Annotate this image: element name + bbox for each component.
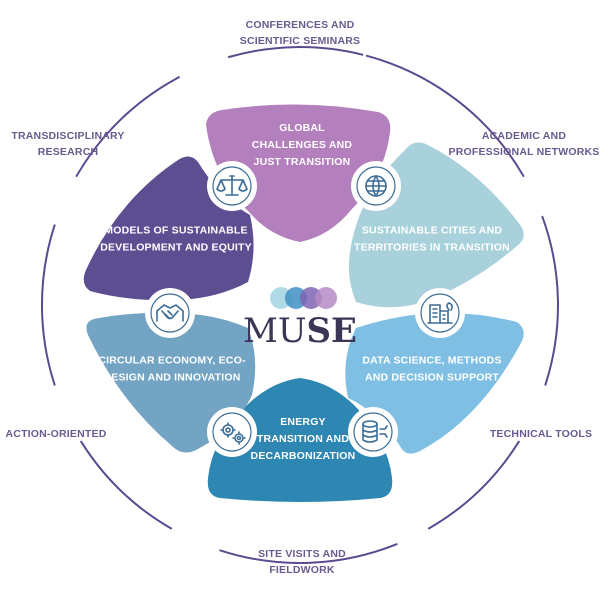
- outer-label-transdisciplinary: TRANSDISCIPLINARY RESEARCH: [11, 130, 124, 158]
- petal-cities-label: SUSTAINABLE CITIES AND TERRITORIES IN TRA…: [354, 225, 510, 254]
- pt-circular-line-2: DESIGN AND INNOVATION: [103, 372, 240, 384]
- ol-conferences-line-1: CONFERENCES AND: [246, 19, 355, 31]
- pt-global-line-1: GLOBAL: [279, 122, 325, 134]
- logo-dot-4: [315, 287, 337, 309]
- outer-label-group: CONFERENCES AND SCIENTIFIC SEMINARS ACADE…: [6, 19, 600, 576]
- pt-circular-line-1: CIRCULAR ECONOMY, ECO-: [98, 355, 246, 367]
- pt-models-line-1: MODELS OF SUSTAINABLE: [104, 225, 247, 237]
- pt-energy-line-2: TRANSITION AND: [257, 433, 349, 445]
- ol-technical-line-1: TECHNICAL TOOLS: [490, 428, 592, 440]
- petal-circular-label: CIRCULAR ECONOMY, ECO- DESIGN AND INNOVAT…: [98, 355, 246, 384]
- outer-label-technical-tools: TECHNICAL TOOLS: [490, 428, 592, 440]
- ol-transdisciplinary-line-1: TRANSDISCIPLINARY: [11, 130, 124, 142]
- pt-global-line-2: CHALLENGES AND: [252, 139, 353, 151]
- outer-label-action-oriented: ACTION-ORIENTED: [6, 428, 107, 440]
- city-building-icon: [415, 288, 465, 338]
- ol-site-visits-line-2: FIELDWORK: [269, 564, 335, 576]
- logo-text-light: MU: [243, 311, 306, 351]
- pt-global-line-3: JUST TRANSITION: [254, 156, 351, 168]
- gears-icon: [207, 407, 257, 457]
- logo-text-bold: SE: [307, 311, 357, 351]
- pt-models-line-2: DEVELOPMENT AND EQUITY: [100, 242, 252, 254]
- petal-data-label: DATA SCIENCE, METHODS AND DECISION SUPPOR…: [362, 355, 501, 384]
- icon-circle-group: [145, 161, 465, 457]
- ol-academic-line-2: PROFESSIONAL NETWORKS: [448, 146, 599, 158]
- petal-energy-transition: [207, 378, 393, 502]
- database-icon: [348, 407, 398, 457]
- ol-conferences-line-2: SCIENTIFIC SEMINARS: [240, 35, 360, 47]
- petal-text-group: GLOBAL CHALLENGES AND JUST TRANSITION SUST…: [98, 122, 510, 462]
- petal-global-challenges: [206, 104, 391, 242]
- petal-models-label: MODELS OF SUSTAINABLE DEVELOPMENT AND EQU…: [100, 225, 252, 254]
- outer-label-conferences: CONFERENCES AND SCIENTIFIC SEMINARS: [240, 19, 360, 47]
- ol-transdisciplinary-line-2: RESEARCH: [38, 146, 99, 158]
- pt-cities-line-1: SUSTAINABLE CITIES AND: [362, 225, 503, 237]
- outer-ring-arc-8: [227, 46, 364, 58]
- pt-data-line-2: AND DECISION SUPPORT: [365, 372, 499, 384]
- petal-energy-label: ENERGY TRANSITION AND DECARBONIZATION: [251, 416, 356, 462]
- outer-ring-arc-6: [41, 224, 56, 386]
- outer-ring: [41, 46, 559, 564]
- outer-ring-arc-1: [365, 54, 525, 177]
- ol-action-line-1: ACTION-ORIENTED: [6, 428, 107, 440]
- outer-ring-arc-3: [428, 440, 520, 530]
- logo-wordmark: MUSE: [243, 311, 357, 351]
- outer-ring-arc-5: [80, 440, 172, 530]
- outer-label-academic-networks: ACADEMIC AND PROFESSIONAL NETWORKS: [448, 130, 599, 158]
- ol-academic-line-1: ACADEMIC AND: [482, 130, 566, 142]
- handshake-icon: [145, 288, 195, 338]
- pt-energy-line-3: DECARBONIZATION: [251, 450, 356, 462]
- outer-label-site-visits: SITE VISITS AND FIELDWORK: [258, 548, 346, 576]
- outer-ring-arc-7: [75, 76, 180, 177]
- pt-cities-line-2: TERRITORIES IN TRANSITION: [354, 242, 510, 254]
- outer-ring-arc-2: [541, 215, 559, 386]
- muse-logo: MUSE: [243, 287, 357, 351]
- petal-global-label: GLOBAL CHALLENGES AND JUST TRANSITION: [252, 122, 353, 168]
- scales-icon: [207, 161, 257, 211]
- ol-site-visits-line-1: SITE VISITS AND: [258, 548, 346, 560]
- pt-data-line-1: DATA SCIENCE, METHODS: [362, 355, 501, 367]
- outer-ring-arc-4: [219, 543, 398, 564]
- globe-icon: [351, 161, 401, 211]
- pt-energy-line-1: ENERGY: [280, 416, 326, 428]
